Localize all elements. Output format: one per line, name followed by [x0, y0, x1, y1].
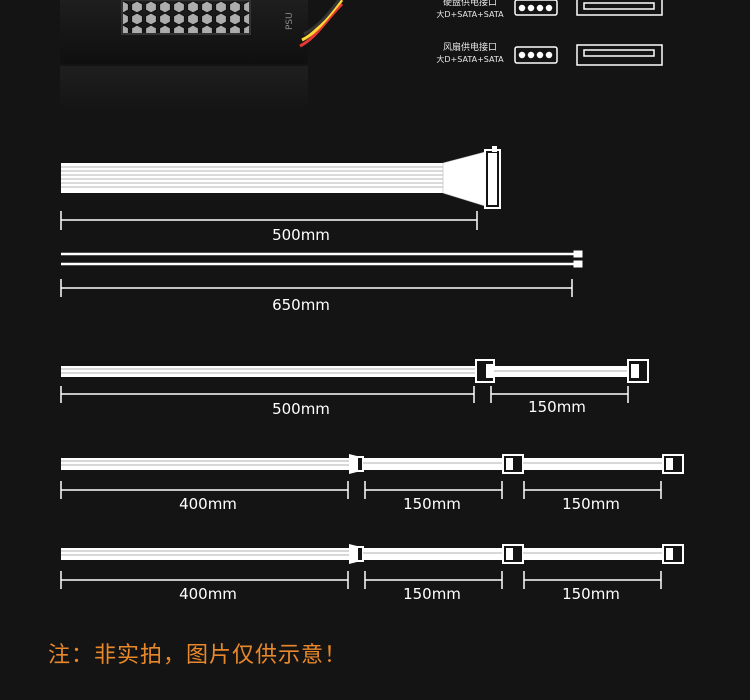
dimension-line	[60, 481, 662, 499]
sata-connector-icon	[576, 0, 663, 16]
dimension-label: 150mm	[403, 585, 461, 603]
fan-grill-icon: PSU	[121, 0, 295, 35]
connector-subtitle: 大D+SATA+SATA	[436, 55, 504, 64]
dimension-label: 150mm	[528, 398, 586, 416]
svg-text:PSU: PSU	[285, 12, 295, 30]
dimension-label: 400mm	[179, 585, 237, 603]
dimension-line	[60, 211, 478, 230]
cable-molex-sata-2	[61, 544, 684, 564]
cable-cpu	[61, 250, 583, 268]
cable-24pin	[61, 146, 501, 209]
dimension-label: 400mm	[179, 495, 237, 513]
psu-reflection	[60, 66, 308, 110]
sata-connector-icon	[576, 44, 663, 66]
cable-molex-sata-1	[61, 454, 684, 474]
dimension-line	[60, 571, 662, 589]
connector-title: 硬盘供电接口	[442, 0, 497, 8]
connector-title: 风扇供电接口	[442, 43, 497, 53]
psu-wire-bundle	[299, 0, 344, 48]
dimension-line	[60, 386, 629, 403]
dimension-label: 650mm	[272, 296, 330, 314]
dimension-label: 150mm	[562, 585, 620, 603]
dimension-label: 150mm	[562, 495, 620, 513]
connector-label-hdd: 硬盘供电接口 大D+SATA+SATA	[425, 0, 515, 20]
dimension-label: 500mm	[272, 400, 330, 418]
psu-body: PSU	[60, 0, 308, 64]
molex-connector-icon	[514, 0, 558, 16]
dimension-label: 500mm	[272, 226, 330, 244]
connector-label-fan: 风扇供电接口 大D+SATA+SATA	[425, 43, 515, 65]
dimension-label: 150mm	[403, 495, 461, 513]
cable-pcie	[61, 359, 649, 383]
molex-connector-icon	[514, 46, 558, 64]
disclaimer-note: 注：非实拍，图片仅供示意！	[48, 643, 348, 668]
dimension-line	[60, 279, 573, 297]
connector-subtitle: 大D+SATA+SATA	[436, 10, 504, 19]
